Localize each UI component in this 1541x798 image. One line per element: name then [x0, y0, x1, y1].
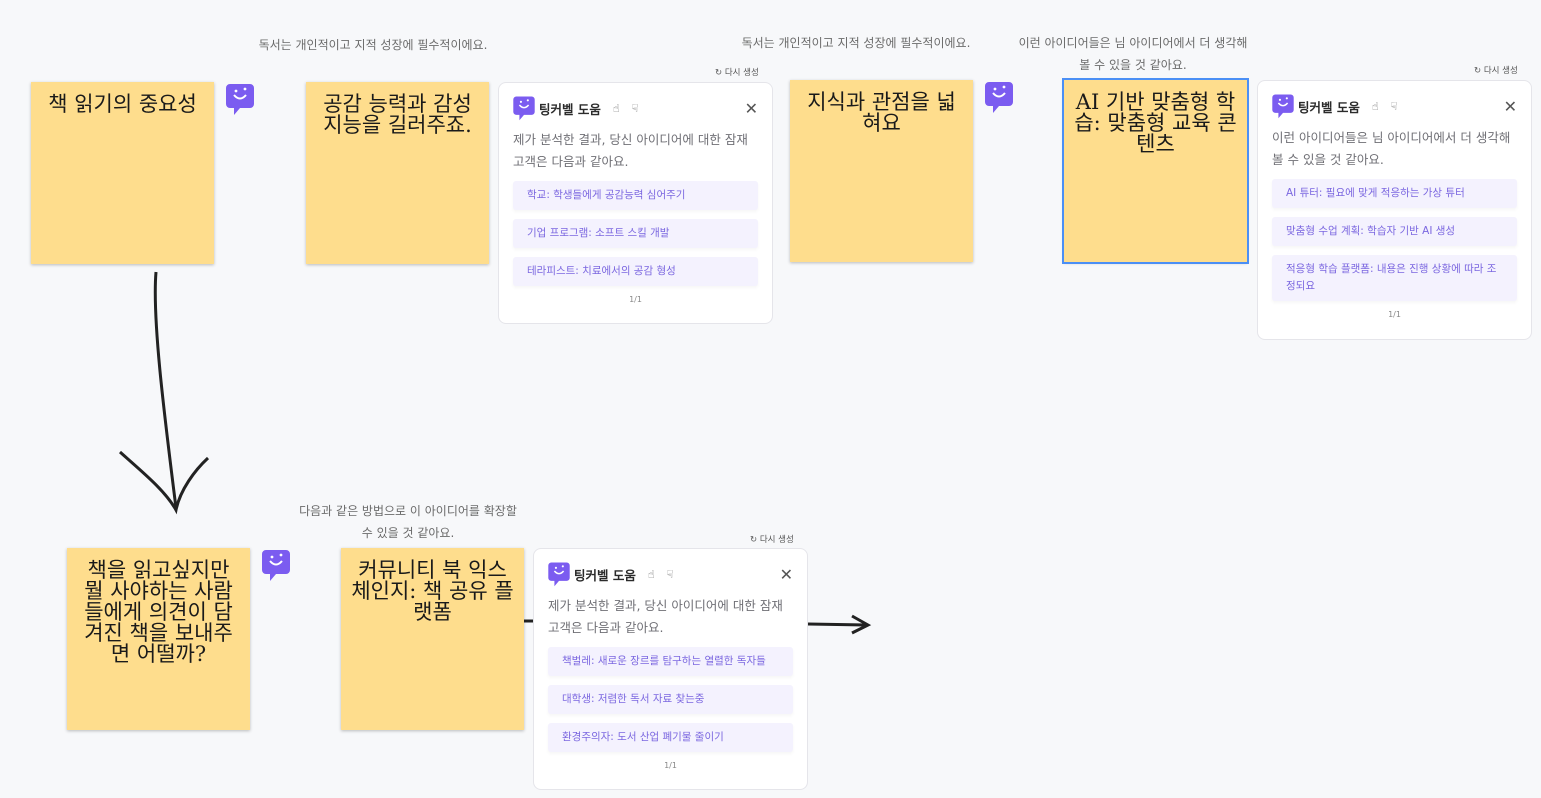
thumbs-up-icon[interactable]: ☝: [1371, 99, 1379, 113]
panel-title: 팅커벨 도움: [574, 567, 636, 583]
panel-title: 팅커벨 도움: [1298, 99, 1360, 115]
suggestion-item[interactable]: AI 튜터: 필요에 맞게 적응하는 가상 튜터: [1272, 179, 1517, 208]
suggestion-item[interactable]: 환경주의자: 도서 산업 폐기물 줄이기: [548, 723, 793, 752]
assistant-panel: 팅커벨 도움 ☝ ☟ ✕ 이런 아이디어들은 님 아이디어에서 더 생각해볼 수…: [1257, 80, 1532, 340]
suggestion-item[interactable]: 테라피스트: 치료에서의 공감 형성: [513, 257, 758, 286]
suggestion-item[interactable]: 대학생: 저렴한 독서 자료 찾는중: [548, 685, 793, 714]
close-icon[interactable]: ✕: [1503, 96, 1517, 116]
panel-header: 팅커벨 도움 ☝ ☟ ✕: [548, 561, 793, 587]
tinkerbell-bot-icon: [513, 96, 535, 121]
assistant-panel: 팅커벨 도움 ☝ ☟ ✕ 제가 분석한 결과, 당신 아이디어에 대한 잠재 고…: [533, 548, 808, 790]
panel-message: 제가 분석한 결과, 당신 아이디어에 대한 잠재 고객은 다음과 같아요.: [513, 132, 748, 169]
suggestion-item[interactable]: 학교: 학생들에게 공감능력 심어주기: [513, 181, 758, 210]
panel-message: 이런 아이디어들은 님 아이디어에서 더 생각해볼 수 있을 것 같아요.: [1272, 130, 1511, 167]
page-indicator: 1/1: [1388, 310, 1401, 319]
sticky-note-selected[interactable]: AI 기반 맞춤형 학습: 맞춤형 교육 콘텐츠: [1062, 78, 1249, 264]
suggestion-item[interactable]: 적응형 학습 플랫폼: 내용은 진행 상황에 따라 조정되요: [1272, 255, 1517, 301]
caption: 이런 아이디어들은 님 아이디어에서 더 생각해볼 수 있을 것 같아요.: [1018, 36, 1248, 72]
tinkerbell-bot-icon: [548, 562, 570, 587]
sticky-note[interactable]: 책을 읽고싶지만 뭘 사야하는 사람들에게 의견이 담겨진 책을 보내주면 어떨…: [67, 548, 250, 730]
suggestion-item[interactable]: 맞춤형 수업 계획: 학습자 기반 AI 생성: [1272, 217, 1517, 246]
caption: 독서는 개인적이고 지적 성장에 필수적이에요.: [741, 36, 971, 50]
refresh-icon: ↻: [715, 68, 725, 78]
thumbs-down-icon[interactable]: ☟: [1390, 99, 1398, 113]
tinkerbell-bot-icon[interactable]: [262, 548, 290, 582]
suggestion-item[interactable]: 기업 프로그램: 소프트 스킬 개발: [513, 219, 758, 248]
close-icon[interactable]: ✕: [779, 564, 793, 584]
sticky-note[interactable]: 책 읽기의 중요성: [31, 82, 214, 264]
regenerate-button[interactable]: ↻ 다시 생성: [1474, 66, 1518, 76]
panel-title: 팅커벨 도움: [539, 101, 601, 117]
thumbs-down-icon[interactable]: ☟: [666, 567, 674, 581]
refresh-icon: ↻: [750, 535, 760, 545]
tinkerbell-bot-icon: [1272, 94, 1294, 119]
panel-message: 제가 분석한 결과, 당신 아이디어에 대한 잠재 고객은 다음과 같아요.: [548, 598, 783, 635]
thumbs-up-icon[interactable]: ☝: [647, 567, 655, 581]
page-indicator: 1/1: [664, 761, 677, 770]
tinkerbell-bot-icon[interactable]: [985, 80, 1013, 114]
arrow-head: [851, 614, 872, 635]
arrow-head: [118, 450, 210, 515]
suggestion-item[interactable]: 책벌레: 새로운 장르를 탐구하는 열렬한 독자들: [548, 647, 793, 676]
arrow-line: [807, 622, 867, 627]
caption: 독서는 개인적이고 지적 성장에 필수적이에요.: [258, 38, 488, 52]
regenerate-button[interactable]: ↻ 다시 생성: [715, 68, 759, 78]
panel-header: 팅커벨 도움 ☝ ☟ ✕: [1272, 93, 1517, 119]
assistant-panel: 팅커벨 도움 ☝ ☟ ✕ 제가 분석한 결과, 당신 아이디어에 대한 잠재 고…: [498, 82, 773, 324]
caption: 다음과 같은 방법으로 이 아이디어를 확장할 수 있을 것 같아요.: [299, 504, 517, 540]
close-icon[interactable]: ✕: [744, 98, 758, 118]
thumbs-down-icon[interactable]: ☟: [631, 101, 639, 115]
sticky-note[interactable]: 공감 능력과 감성 지능을 길러주죠.: [306, 82, 489, 264]
regenerate-button[interactable]: ↻ 다시 생성: [750, 535, 794, 545]
sticky-note[interactable]: 커뮤니티 북 익스체인지: 책 공유 플랫폼: [341, 548, 524, 730]
page-indicator: 1/1: [629, 295, 642, 304]
tinkerbell-bot-icon[interactable]: [226, 82, 254, 116]
panel-header: 팅커벨 도움 ☝ ☟ ✕: [513, 95, 758, 121]
thumbs-up-icon[interactable]: ☝: [612, 101, 620, 115]
arrow-line: [153, 271, 178, 509]
sticky-note[interactable]: 지식과 관점을 넓혀요: [790, 80, 973, 262]
refresh-icon: ↻: [1474, 66, 1484, 76]
